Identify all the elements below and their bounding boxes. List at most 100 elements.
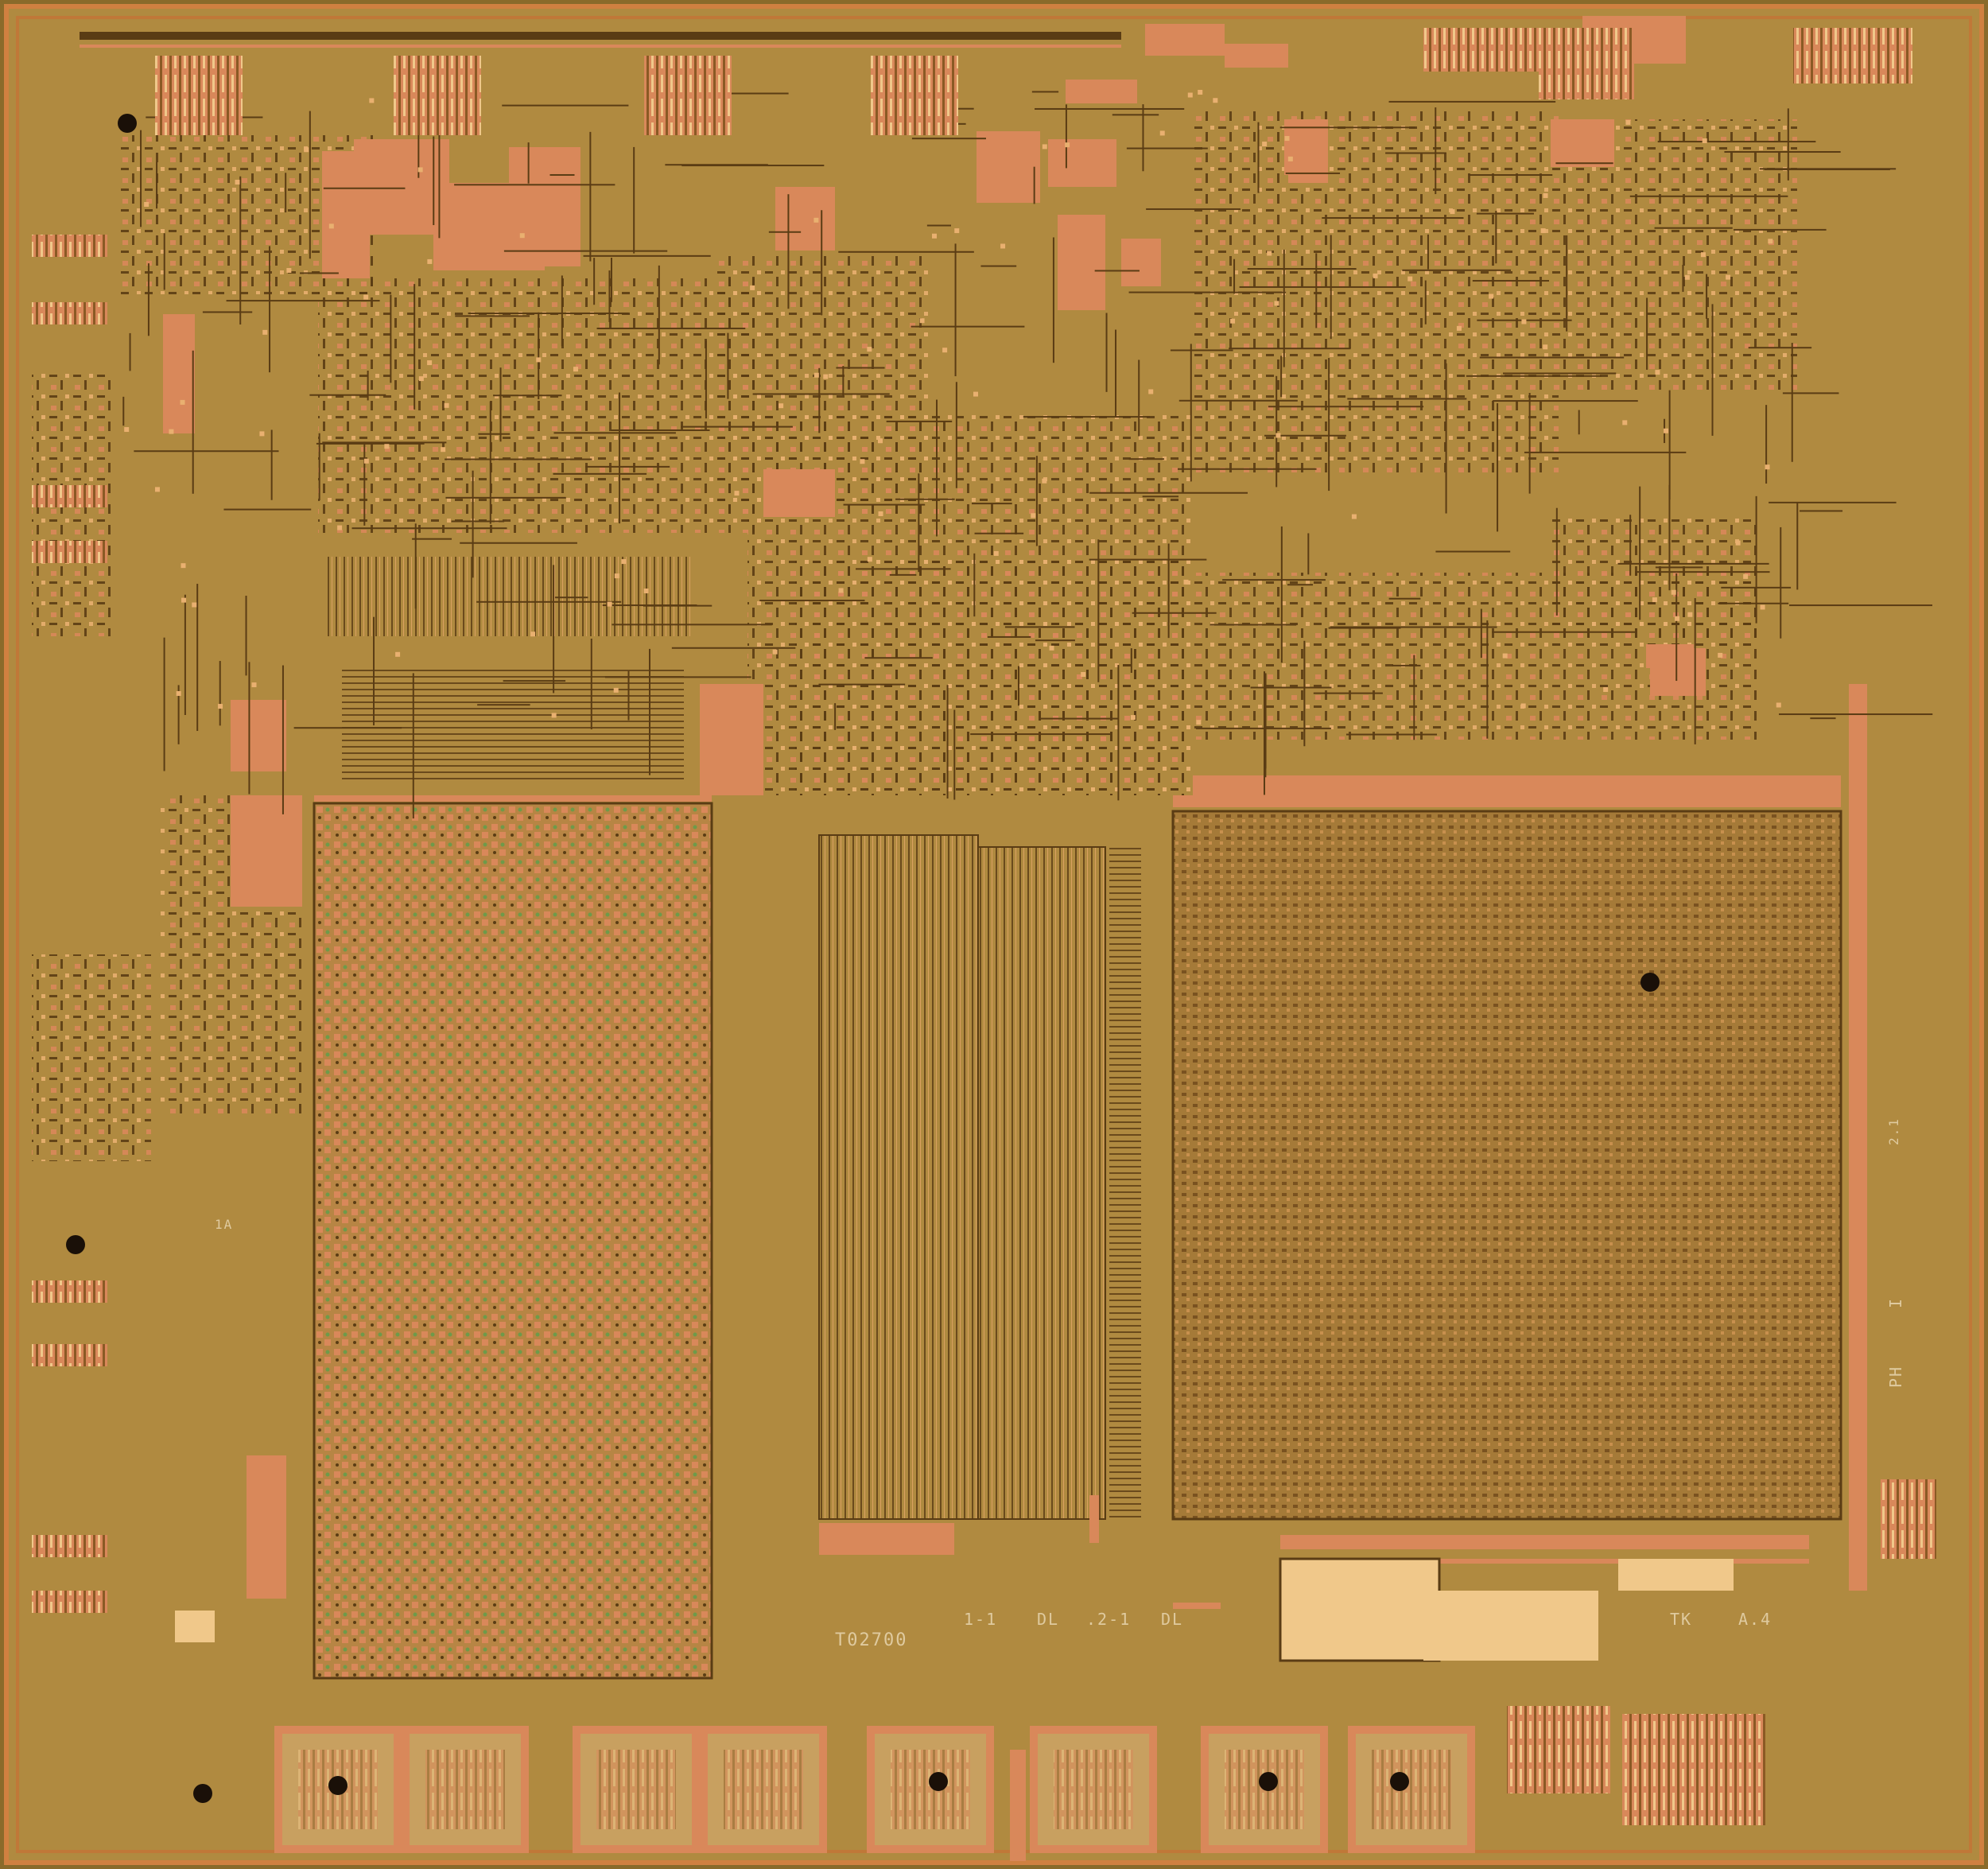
via-29 xyxy=(1502,653,1508,659)
via-90 xyxy=(1603,687,1609,693)
trace-v-141 xyxy=(1330,235,1332,340)
power-rail-0 xyxy=(163,314,195,433)
trace-v-18 xyxy=(1167,543,1170,639)
via-48 xyxy=(363,294,369,300)
trace-h-171 xyxy=(502,104,629,107)
trace-v-8 xyxy=(390,294,392,383)
top-right-esd-1 xyxy=(1539,28,1634,99)
trace-h-249 xyxy=(477,704,530,706)
marking-tk: TK xyxy=(1670,1610,1693,1629)
bottom-pad-esd-3 xyxy=(724,1750,803,1829)
via-104 xyxy=(192,602,197,608)
bus-rail-2 xyxy=(314,795,712,802)
trace-v-122 xyxy=(129,332,131,371)
trace-v-78 xyxy=(1578,410,1580,435)
via-43 xyxy=(1675,616,1680,621)
trace-h-226 xyxy=(1388,597,1421,600)
trace-h-117 xyxy=(1313,692,1383,694)
trace-h-42 xyxy=(493,394,562,397)
trace-v-209 xyxy=(417,115,420,178)
left-esd-6 xyxy=(32,1535,107,1557)
via-39 xyxy=(395,651,401,657)
trace-h-135 xyxy=(1469,174,1553,177)
trace-h-116 xyxy=(1347,398,1467,400)
trace-h-256 xyxy=(1209,624,1297,626)
bottom-pad-esd-4 xyxy=(891,1750,970,1829)
trace-v-54 xyxy=(1787,108,1789,181)
trace-h-5 xyxy=(309,394,386,396)
via-36 xyxy=(1760,604,1765,610)
trace-v-20 xyxy=(953,709,956,800)
via-106 xyxy=(1213,98,1218,103)
trace-v-155 xyxy=(1796,503,1799,590)
via-78 xyxy=(1196,720,1202,725)
trace-h-165 xyxy=(1635,571,1770,573)
via-45 xyxy=(286,268,292,274)
trace-h-3 xyxy=(1476,212,1534,215)
trace-h-238 xyxy=(445,496,566,499)
trace-v-255 xyxy=(1711,304,1714,436)
via-112 xyxy=(1276,433,1281,438)
trace-h-246 xyxy=(1264,434,1346,437)
left-esd-4 xyxy=(32,1280,107,1303)
trace-v-68 xyxy=(438,115,441,239)
via-4 xyxy=(867,347,872,352)
trace-v-234 xyxy=(1755,495,1757,624)
metal-plate-8 xyxy=(1058,215,1105,310)
trace-v-25 xyxy=(1097,539,1100,682)
trace-h-217 xyxy=(1250,686,1332,689)
trace-h-180 xyxy=(974,532,1024,534)
trace-v-236 xyxy=(1115,329,1117,418)
trace-v-127 xyxy=(1117,665,1120,801)
trace-h-188 xyxy=(412,538,452,540)
bottom-pad-esd-5 xyxy=(1054,1750,1133,1829)
via-105 xyxy=(369,98,375,103)
trace-v-66 xyxy=(538,312,540,399)
trace-v-145 xyxy=(973,553,976,617)
metal-plate-19 xyxy=(763,469,835,517)
via-107 xyxy=(1230,318,1236,324)
trace-h-2 xyxy=(1328,627,1401,629)
trace-v-73 xyxy=(1480,608,1482,659)
trace-v-204 xyxy=(367,371,369,401)
via-7 xyxy=(235,180,240,185)
bottom-right-esd-1 xyxy=(1507,1706,1610,1793)
trace-h-70 xyxy=(1503,372,1617,375)
trace-h-148 xyxy=(1810,717,1836,720)
via-117 xyxy=(328,223,334,229)
left-esd-0 xyxy=(32,235,107,257)
trace-v-178 xyxy=(787,194,790,309)
via-114 xyxy=(860,459,865,464)
right-edge-esd xyxy=(1881,1479,1936,1559)
bottom-right-esd-0 xyxy=(1622,1714,1765,1825)
trace-v-253 xyxy=(561,275,563,347)
trace-v-108 xyxy=(1765,405,1768,484)
top-esd-structure-2 xyxy=(644,56,732,135)
via-74 xyxy=(1489,293,1494,299)
via-75 xyxy=(1198,89,1203,95)
trace-h-137 xyxy=(604,676,751,678)
via-108 xyxy=(218,704,223,709)
trace-h-129 xyxy=(643,604,712,607)
via-56 xyxy=(256,166,262,172)
trace-h-76 xyxy=(1023,416,1151,418)
trace-h-7 xyxy=(836,367,885,369)
trace-v-48 xyxy=(1435,107,1437,195)
via-35 xyxy=(942,348,948,353)
trace-h-130 xyxy=(1146,208,1241,210)
via-50 xyxy=(1521,319,1527,324)
trace-h-121 xyxy=(1112,114,1159,116)
trace-v-107 xyxy=(1497,403,1499,532)
trace-h-24 xyxy=(445,458,592,460)
trace-h-229 xyxy=(1089,492,1248,494)
trace-h-44 xyxy=(503,250,668,252)
trace-h-69 xyxy=(972,503,1012,505)
trace-h-49 xyxy=(911,325,1025,328)
top-esd-structure-1 xyxy=(394,56,481,135)
logic-block-4 xyxy=(1193,111,1559,477)
trace-v-13 xyxy=(1315,253,1318,328)
probe-window-large xyxy=(1279,1557,1441,1662)
debris-spot-5 xyxy=(1259,1772,1278,1791)
via-33 xyxy=(1765,464,1770,470)
trace-v-232 xyxy=(821,210,823,316)
